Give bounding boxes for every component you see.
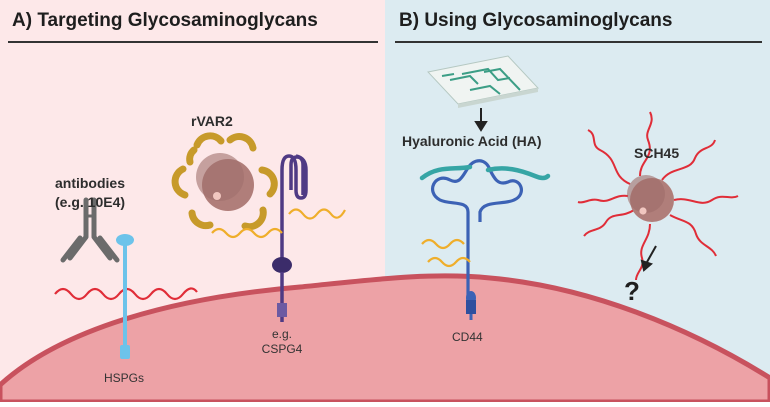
panel-b-title: B) Using Glycosaminoglycans bbox=[399, 10, 673, 31]
antibodies-label-line2: (e.g. 10E4) bbox=[54, 194, 126, 210]
microchip-icon bbox=[427, 55, 539, 108]
arrow-icon bbox=[640, 245, 657, 272]
rvar2-label: rVAR2 bbox=[191, 113, 233, 129]
hyaluronic-acid-label: Hyaluronic Acid (HA) bbox=[402, 133, 542, 149]
hyaluronic-acid-strand bbox=[485, 166, 551, 181]
hspg-proteoglycan bbox=[116, 234, 134, 359]
cspg4-label-eg: e.g. bbox=[271, 327, 292, 341]
arrow-icon bbox=[474, 108, 488, 132]
question-mark: ? bbox=[624, 276, 640, 306]
cd44-receptor bbox=[431, 159, 523, 320]
cspg4-label-name: CSPG4 bbox=[261, 342, 303, 356]
chondroitin-sulfate-chain bbox=[211, 227, 283, 239]
chondroitin-sulfate-chain bbox=[288, 208, 346, 220]
cell-membrane bbox=[0, 273, 770, 405]
cspg4-proteoglycan bbox=[272, 154, 308, 322]
nanoparticle-icon bbox=[577, 111, 739, 281]
chondroitin-sulfate-chain bbox=[421, 238, 465, 250]
sch45-label: SCH45 bbox=[634, 145, 680, 161]
cspg4-label: e.g. CSPG4 bbox=[250, 327, 314, 357]
panel-a-title: A) Targeting Glycosaminoglycans bbox=[12, 10, 318, 31]
chondroitin-sulfate-chain bbox=[427, 256, 471, 268]
hspgs-label: HSPGs bbox=[104, 371, 145, 385]
antibodies-label: antibodies (e.g. 10E4) bbox=[42, 174, 138, 212]
hyaluronic-acid-strand bbox=[419, 164, 473, 181]
rvar2-protein-icon bbox=[171, 132, 278, 231]
cd44-label: CD44 bbox=[452, 330, 483, 344]
antibody-icon bbox=[60, 197, 120, 263]
antibodies-label-line1: antibodies bbox=[54, 175, 125, 191]
